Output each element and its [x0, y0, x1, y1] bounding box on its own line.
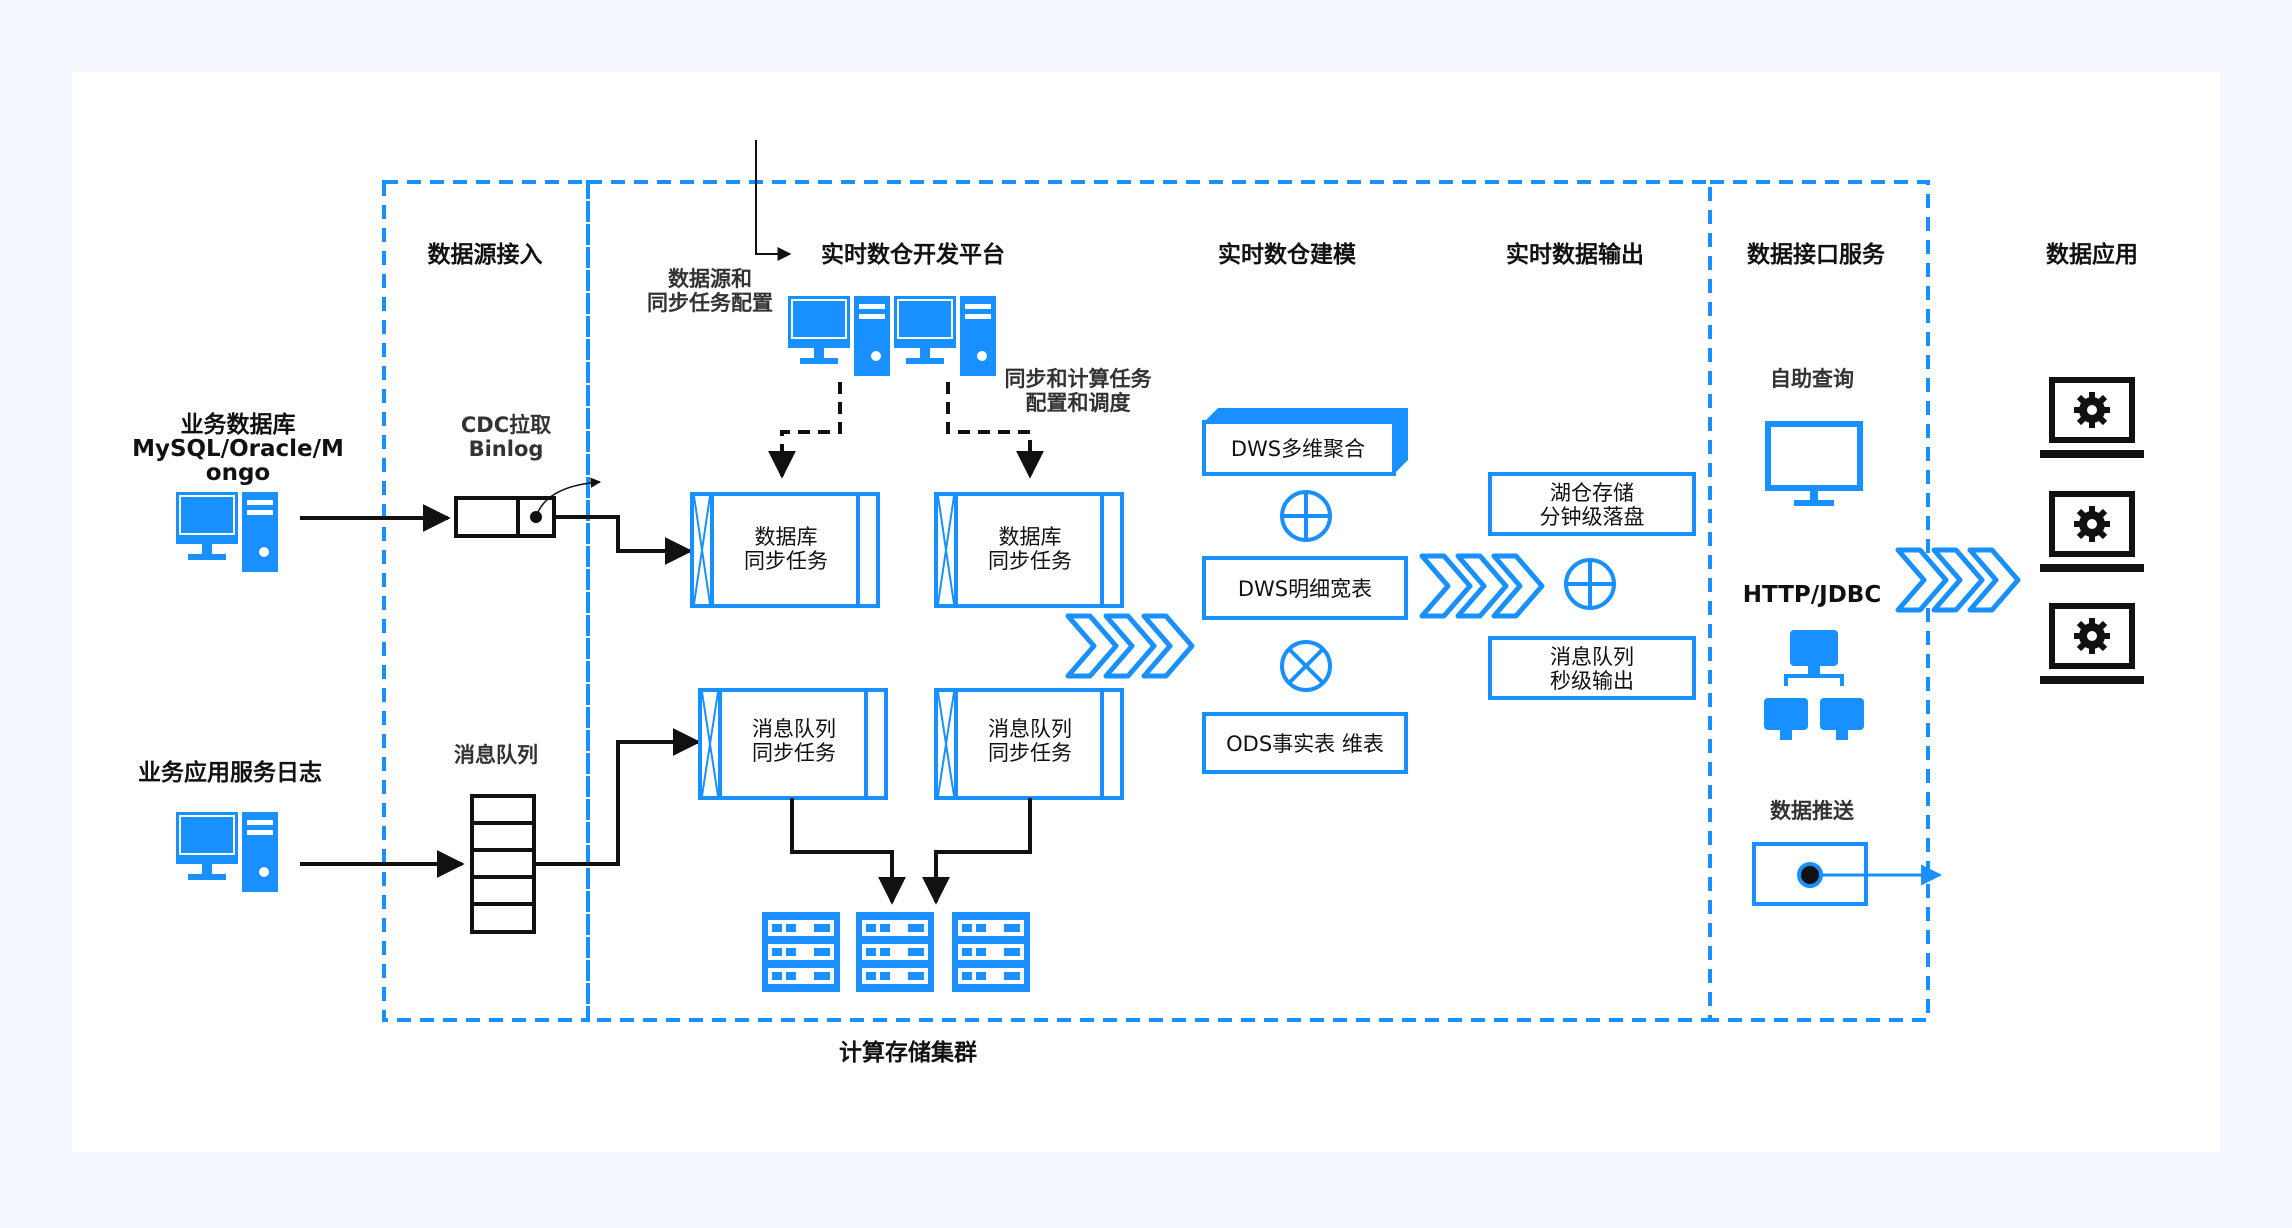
mq-sync-task-label-4: 同步任务 — [988, 741, 1072, 765]
cdc-label-1: CDC拉取 — [461, 413, 551, 437]
api-service-group — [1708, 180, 1930, 1022]
mq-sync-task-label-3: 消息队列 — [988, 717, 1072, 741]
header-dev-platform: 实时数仓开发平台 — [821, 241, 1005, 268]
mq-label: 消息队列 — [454, 743, 538, 767]
mq-output-label-1: 消息队列 — [1550, 645, 1634, 669]
cdc-out-arrow — [535, 477, 602, 518]
config-arrow-compute-sync — [946, 382, 1044, 479]
mq-sync-to-cluster-arrow-2 — [922, 798, 1032, 905]
dws-wide-label: DWS明细宽表 — [1238, 577, 1372, 601]
cluster-label: 计算存储集群 — [839, 1039, 977, 1066]
mq-stack-icon — [470, 794, 536, 934]
db-sync-task-label-3: 数据库 — [999, 525, 1062, 549]
mq-sync-task-label-2: 同步任务 — [752, 741, 836, 765]
lake-storage-label-1: 湖仓存储 — [1550, 481, 1634, 505]
cluster-server-icon-2 — [856, 912, 934, 992]
header-output: 实时数据输出 — [1506, 241, 1644, 268]
dws-agg-label: DWS多维聚合 — [1231, 437, 1365, 461]
times-circle-icon — [1280, 640, 1332, 692]
db-sync-task-box-1: 数据库 同步任务 — [690, 492, 880, 608]
business-db-label-2: MySQL/Oracle/M — [132, 436, 344, 462]
db-sync-task-label-2: 同步任务 — [744, 549, 828, 573]
header-source-access: 数据源接入 — [428, 242, 543, 268]
business-db-label-3: ongo — [206, 460, 270, 486]
ods-fact-box — [1202, 712, 1408, 774]
ods-fact-label: ODS事实表 维表 — [1226, 732, 1384, 756]
datasource-config-label-2: 同步任务配置 — [647, 291, 773, 315]
compute-config-label-2: 配置和调度 — [1026, 391, 1131, 415]
dws-agg-box: DWS多维聚合 — [1202, 408, 1408, 476]
push-label: 数据推送 — [1770, 799, 1855, 823]
http-jdbc-label: HTTP/JDBC — [1743, 582, 1881, 608]
mq-sync-task-box-2: 消息队列 同步任务 — [934, 688, 1124, 800]
app-logs-label: 业务应用服务日志 — [138, 759, 322, 786]
mq-sync-task-box-1: 消息队列 同步任务 — [698, 688, 888, 800]
push-dot — [1797, 862, 1823, 888]
diagram-card — [72, 72, 2220, 1152]
cluster-server-icon-1 — [762, 912, 840, 992]
mq-sync-task-label-1: 消息队列 — [752, 717, 836, 741]
config-arrow-db-sync — [768, 382, 842, 479]
entry-arrow — [755, 140, 792, 261]
business-db-label-1: 业务数据库 — [181, 412, 296, 438]
header-modeling: 实时数仓建模 — [1218, 241, 1357, 268]
datasource-config-label-1: 数据源和 — [668, 267, 752, 291]
mq-sync-to-cluster-arrow-1 — [790, 798, 906, 905]
db-sync-task-label-1: 数据库 — [755, 525, 818, 549]
dws-wide-box — [1202, 556, 1408, 620]
cdc-to-db-sync-arrow — [554, 515, 693, 565]
db-sync-task-box-2: 数据库 同步任务 — [934, 492, 1124, 608]
lake-storage-box — [1488, 472, 1696, 536]
mq-to-sync-arrow — [534, 728, 701, 866]
self-query-label: 自助查询 — [1770, 367, 1854, 391]
header-api-service: 数据接口服务 — [1747, 242, 1886, 268]
cdc-label-2: Binlog — [469, 437, 544, 461]
monitor-icon — [1765, 421, 1863, 506]
compute-config-label-1: 同步和计算任务 — [1005, 367, 1153, 391]
db-sync-task-label-4: 同步任务 — [988, 549, 1072, 573]
mq-output-label-2: 秒级输出 — [1550, 669, 1634, 693]
mq-output-box — [1488, 636, 1696, 700]
network-tree-icon — [1764, 630, 1864, 740]
plus-circle-icon — [1280, 490, 1332, 542]
output-plus-circle-icon — [1564, 558, 1616, 610]
header-apps: 数据应用 — [2046, 241, 2138, 268]
lake-storage-label-2: 分钟级落盘 — [1540, 505, 1645, 529]
cluster-server-icon-3 — [952, 912, 1030, 992]
